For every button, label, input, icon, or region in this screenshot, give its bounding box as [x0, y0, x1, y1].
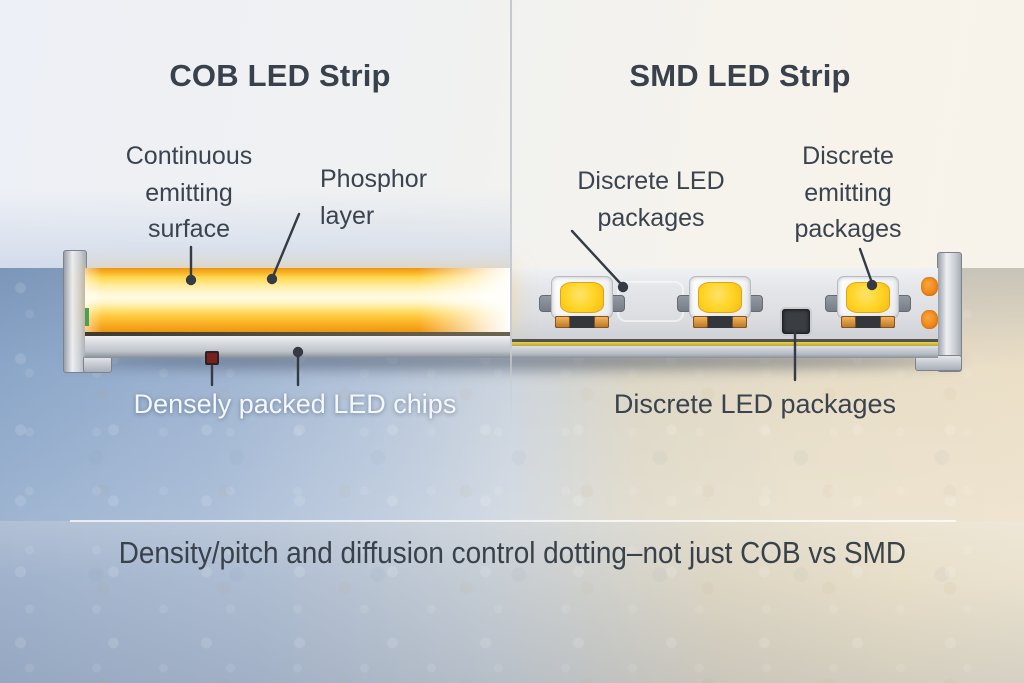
copper-foot [880, 316, 895, 328]
smd-led-package [677, 276, 763, 328]
label-discrete-emitting-packages: Discrete emitting packages [794, 142, 902, 243]
smd-seam-line [512, 339, 938, 342]
right-endcap-foot [915, 355, 962, 371]
cob-base-channel [85, 336, 512, 358]
smd-channel-lip [512, 346, 938, 358]
led-package-body [837, 276, 899, 319]
label-continuous-emitting-surface: Continuous emitting surface [125, 142, 253, 243]
caption-divider-line [70, 520, 956, 522]
led-emitter [698, 282, 742, 313]
copper-foot [732, 316, 747, 328]
solder-pad [921, 277, 938, 296]
footer-caption-text: Density/pitch and diffusion control dott… [118, 535, 906, 570]
background-bottom [0, 521, 1024, 683]
led-solder-feet [693, 316, 747, 328]
pcb-edge-sliver [85, 308, 89, 326]
label-densely-packed-led-chips: Densely packed LED chips [133, 389, 457, 419]
footer-caption: Density/pitch and diffusion control dott… [0, 535, 1024, 571]
label-discrete-led-packages-bottom: Discrete LED packages [613, 389, 897, 419]
copper-foot [693, 316, 708, 328]
led-emitter [560, 282, 604, 313]
smd-resistor-chip [780, 307, 812, 336]
center-vertical-divider [510, 0, 512, 432]
left-endcap-stem [63, 250, 87, 373]
smd-gold-accent-line [512, 342, 938, 346]
copper-foot [555, 316, 570, 328]
label-phosphor-layer: Phosphor layer [320, 165, 428, 230]
led-emitter [846, 282, 890, 313]
solder-footprint-outline [617, 281, 684, 322]
label-discrete-led-packages-top: Discrete LED packages [577, 167, 725, 232]
led-package-body [551, 276, 613, 319]
cob-seam-line [85, 332, 512, 336]
copper-foot [594, 316, 609, 328]
smd-led-package [825, 276, 911, 328]
smd-section-title: SMD LED Strip [629, 58, 851, 93]
solder-pad [921, 310, 938, 329]
right-endcap-stem [937, 252, 962, 372]
led-package-body [689, 276, 751, 319]
left-endcap-foot [83, 356, 112, 373]
cob-section-title: COB LED Strip [169, 58, 391, 93]
copper-foot [841, 316, 856, 328]
led-solder-feet [555, 316, 609, 328]
led-solder-feet [841, 316, 895, 328]
cob-glowing-diffuser [85, 268, 512, 332]
cob-led-chip [205, 351, 219, 365]
smd-led-package [539, 276, 625, 328]
